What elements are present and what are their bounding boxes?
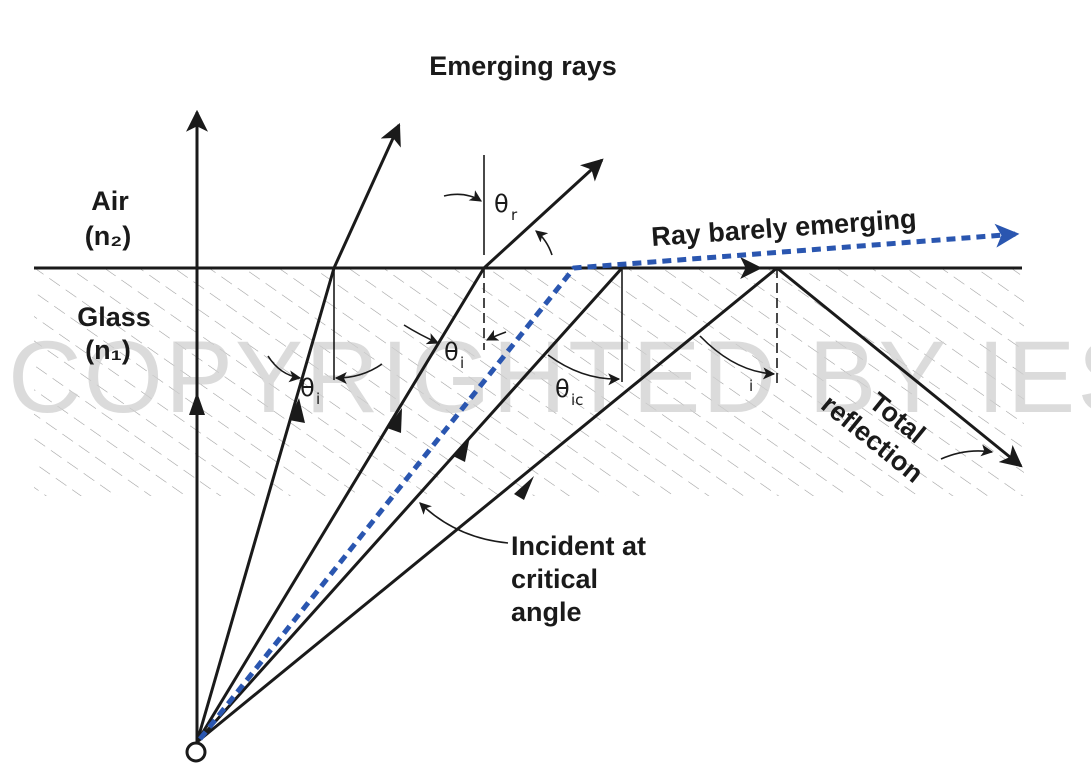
arc-theta-ic [547, 354, 621, 386]
arc-angle-i [699, 335, 776, 380]
label-theta-ic: θ ic [555, 375, 583, 409]
dotted-ray-barely-emerging [198, 223, 1020, 741]
svg-text:θ: θ [494, 190, 509, 218]
glass-region [34, 268, 1024, 496]
svg-text:ic: ic [571, 391, 583, 409]
svg-text:θ: θ [444, 338, 459, 366]
ray-1-incident [195, 267, 336, 743]
arc-theta-i-2b [485, 329, 507, 341]
normal-ray-midarrow [189, 392, 205, 415]
svg-text:r: r [511, 206, 518, 224]
svg-text:θ: θ [555, 375, 570, 403]
label-theta-i-1: θ i [300, 374, 320, 408]
arc-theta-i-1 [267, 355, 302, 383]
air-index-label: (n₂) [85, 221, 131, 251]
svg-text:i: i [316, 390, 320, 408]
svg-text:critical: critical [511, 564, 598, 594]
arc-theta-r [443, 190, 483, 202]
ray-4-midarrow [514, 476, 534, 500]
arc-reflection [940, 444, 994, 460]
ray-4-reflected [776, 266, 1023, 468]
ray-2-incident [195, 267, 486, 743]
svg-text:Incident at: Incident at [511, 531, 646, 561]
glass-index-label: (n₁) [85, 335, 131, 365]
incident-critical-label: Incident at critical angle [511, 531, 646, 627]
label-theta-i-2: θ i [444, 338, 464, 372]
label-theta-r: θ r [494, 190, 518, 224]
arc-theta-r-b [535, 230, 553, 256]
light-source [185, 741, 207, 763]
ray-1-midarrow [289, 398, 305, 423]
watermark: COPYRIGHTED BY IES [8, 320, 1091, 434]
glass-label: Glass [77, 302, 151, 332]
svg-text:θ: θ [300, 374, 315, 402]
arc-theta-i-2 [403, 324, 440, 345]
ray-2-midarrow [387, 408, 402, 433]
ray-4-incident [196, 266, 778, 744]
ray-3-midarrow [453, 436, 470, 462]
ray-3-critical [195, 266, 624, 744]
arc-theta-i-1b [334, 363, 383, 384]
incident-callout-arrow [419, 502, 509, 544]
svg-text:angle: angle [511, 597, 582, 627]
ray-1-emerging [332, 122, 401, 269]
label-angle-i: i [749, 377, 753, 395]
air-label: Air [91, 186, 129, 216]
emerging-rays-title: Emerging rays [429, 51, 617, 81]
ray-2-emerging [482, 158, 604, 270]
svg-text:i: i [460, 354, 464, 372]
